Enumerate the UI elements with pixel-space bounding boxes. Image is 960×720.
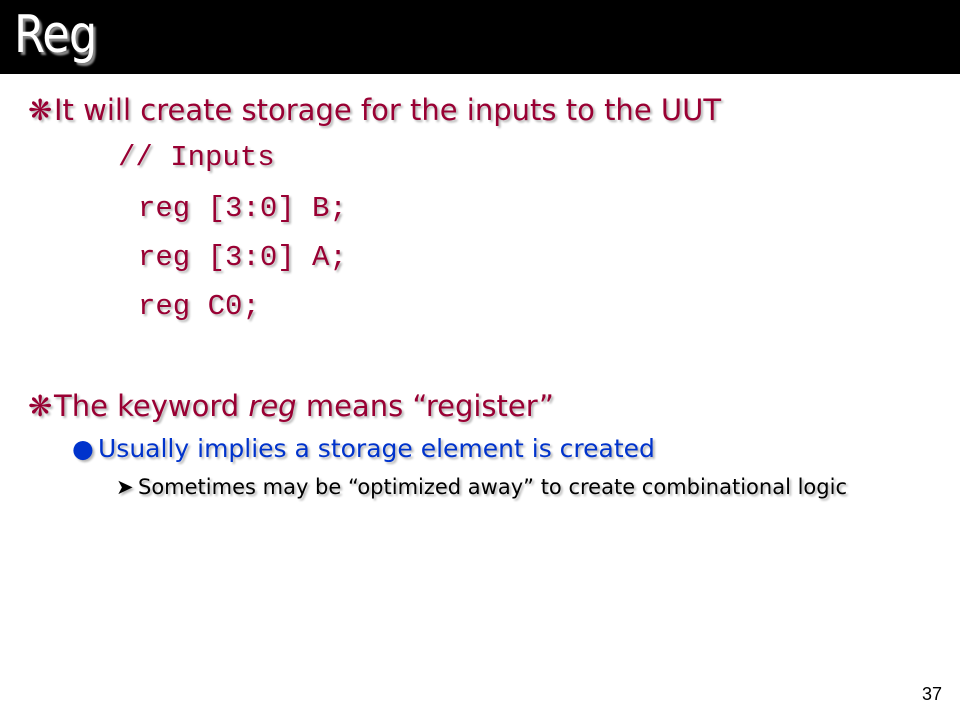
arrow-bullet-icon: ➤ (116, 475, 134, 499)
slide-title: Reg (14, 5, 97, 65)
code-line-reg-a: reg [3:0] A; (138, 241, 347, 274)
bullet-keyword-text-before: The keyword (54, 389, 249, 423)
sub-sub-bullet-optimized-away: ➤Sometimes may be “optimized away” to cr… (116, 474, 847, 500)
title-bar: Reg (0, 0, 960, 74)
code-line-reg-c0: reg C0; (138, 290, 260, 323)
bullet-storage-inputs: ❋It will create storage for the inputs t… (28, 92, 721, 128)
sub-bullet-storage-element-text: Usually implies a storage element is cre… (98, 434, 655, 463)
asterisk-bullet-icon: ❋ (28, 93, 53, 127)
bullet-keyword-text-after: means “register” (296, 389, 554, 423)
bullet-storage-inputs-text: It will create storage for the inputs to… (54, 93, 722, 127)
code-line-reg-b: reg [3:0] B; (138, 192, 347, 225)
code-line-comment: // Inputs (118, 141, 275, 174)
sub-bullet-storage-element: ●Usually implies a storage element is cr… (72, 434, 655, 464)
asterisk-bullet-icon: ❋ (28, 389, 53, 423)
page-number: 37 (921, 684, 942, 704)
sub-sub-bullet-optimized-away-text: Sometimes may be “optimized away” to cre… (138, 475, 847, 499)
bullet-keyword-reg: ❋The keyword reg means “register” (28, 388, 554, 424)
keyword-reg: reg (248, 389, 297, 423)
round-bullet-icon: ● (72, 434, 94, 463)
